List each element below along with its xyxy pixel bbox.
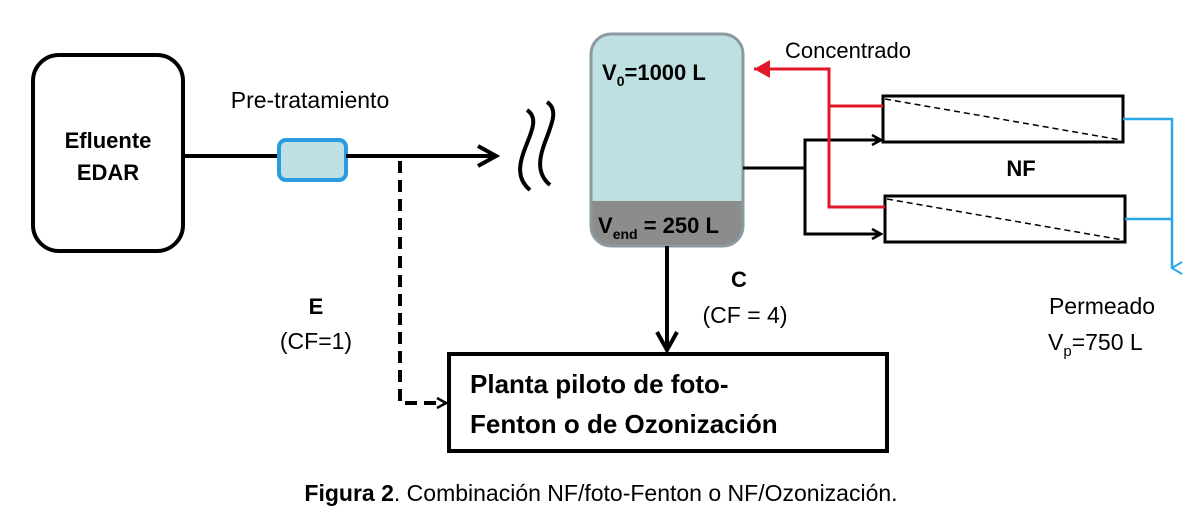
tank-residual-volume — [591, 201, 743, 246]
nf-label: NF — [1006, 156, 1035, 181]
stream-e-label: E — [309, 294, 324, 319]
tank-v0-label: V0=1000 L — [602, 60, 706, 89]
permeate-line-top — [1123, 117, 1183, 275]
nf-feed-line-top — [803, 140, 881, 168]
source-label-line2: EDAR — [77, 160, 139, 185]
nf-module-top — [881, 94, 1125, 144]
concentrate-label: Concentrado — [785, 38, 911, 63]
feed-tank: V0=1000 L Vend = 250 L — [589, 32, 745, 248]
bypass-dashed-line — [348, 154, 446, 403]
pilot-plant-box: Planta piloto de foto- Fenton o de Ozoni… — [447, 352, 889, 453]
permeate-label: Permeado — [1049, 293, 1155, 319]
pretreatment-label: Pre-tratamiento — [231, 87, 390, 113]
source-box: Efluente EDAR — [31, 53, 185, 253]
stream-c-label: C — [731, 267, 747, 292]
plant-label-line2: Fenton o de Ozonización — [470, 409, 778, 439]
permeate-volume-label: Vp=750 L — [1048, 329, 1143, 360]
figure-caption: Figura 2. Combinación NF/foto-Fenton o N… — [304, 480, 897, 506]
break-symbol-2 — [538, 100, 556, 187]
nf-feed-line-bottom — [803, 168, 881, 234]
stream-c-cf: (CF = 4) — [703, 302, 788, 328]
source-label-line1: Efluente — [65, 128, 152, 153]
tank-vend-label: Vend = 250 L — [598, 213, 719, 242]
plant-label-line1: Planta piloto de foto- — [470, 369, 729, 399]
nf-module-bottom — [883, 194, 1127, 244]
stream-e-cf: (CF=1) — [280, 328, 352, 354]
break-symbol-1 — [518, 108, 536, 192]
concentrate-return-loop — [827, 104, 885, 209]
concentrate-return-arrow — [754, 60, 831, 106]
pretreatment-filter — [277, 138, 348, 182]
